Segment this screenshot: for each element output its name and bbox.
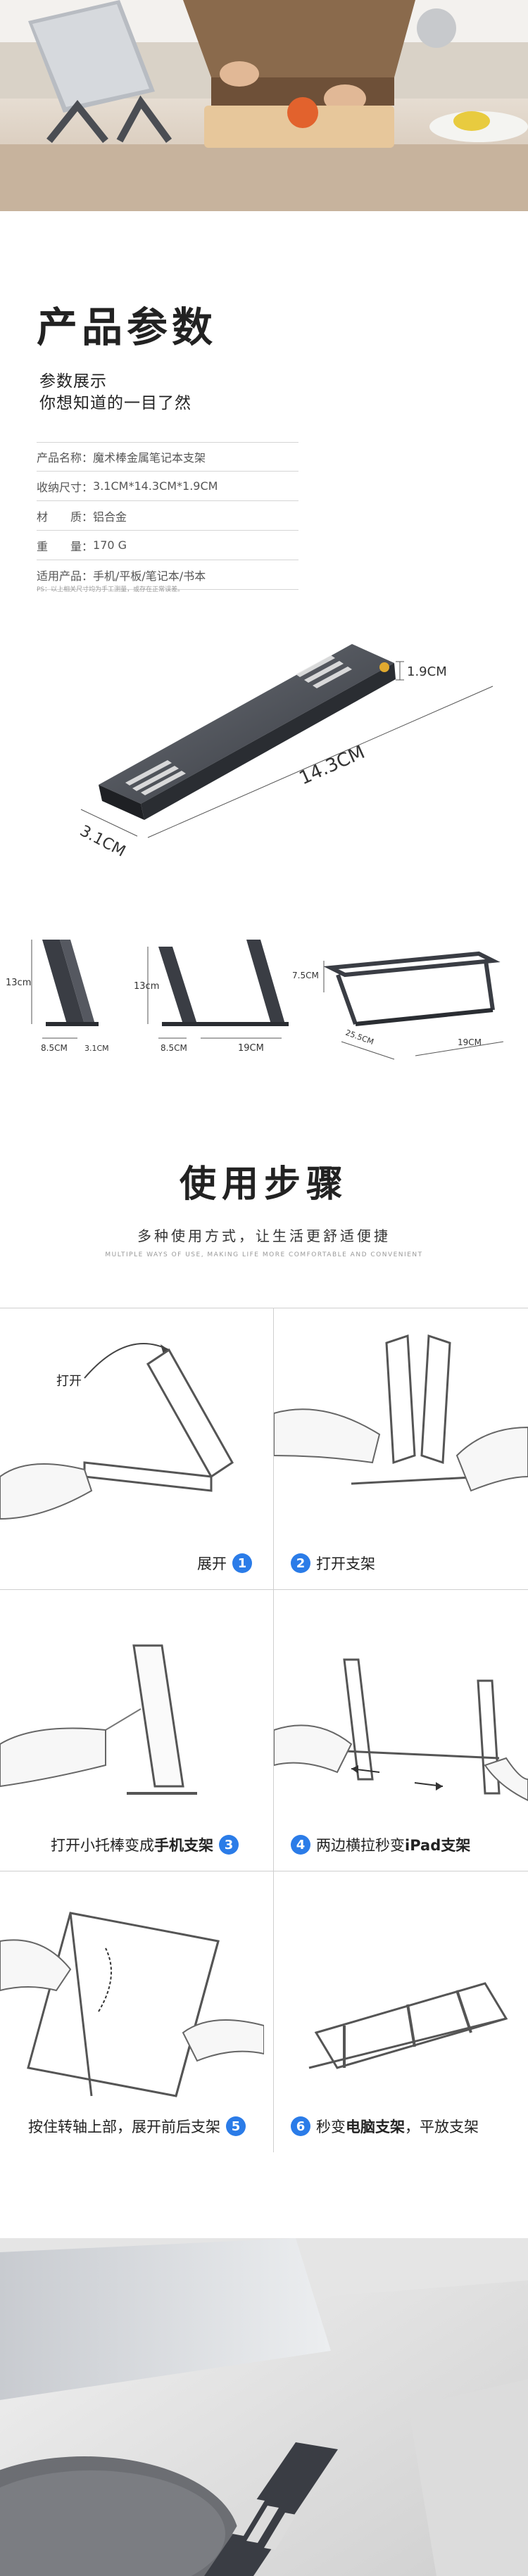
- mode-dimensions-drawings: 13cm 8.5CM 3.1CM 13cm 8.5CM 19CM: [0, 918, 528, 1073]
- step-6-suffix-text: ，平放支架: [405, 2119, 479, 2135]
- laptop-height-label: 7.5CM: [292, 971, 319, 980]
- phone-width-label: 8.5CM: [41, 1043, 68, 1053]
- step-1-text: 展开: [197, 1555, 227, 1572]
- step-2-caption: 2 打开支架: [285, 1553, 375, 1574]
- spec-subtitle-1: 参数展示: [39, 372, 107, 391]
- usage-subtitle: 多种使用方式，让生活更舒适便捷: [137, 1227, 391, 1244]
- step-4-text: 两边横拉秒变: [316, 1837, 405, 1854]
- folded-stand-drawing: 1.9CM 14.3CM 3.1CM: [0, 612, 528, 908]
- spec-key: 材 质：: [37, 510, 94, 524]
- spec-row: 适用产品： 手机/平板/笔记本/书本: [37, 560, 298, 590]
- spec-value: 170 G: [93, 538, 127, 552]
- step-3-number-badge: 3: [219, 1835, 239, 1855]
- step-4-bold-text: iPad支架: [405, 1837, 471, 1854]
- step-5-text: 按住转轴上部，展开前后支架: [28, 2119, 220, 2135]
- tablet-height-label: 13cm: [134, 981, 159, 992]
- spec-key: 适用产品：: [37, 569, 94, 583]
- step-2-text: 打开支架: [316, 1555, 375, 1572]
- usage-subtitle-en: MULTIPLE WAYS OF USE, MAKING LIFE MORE C…: [105, 1251, 423, 1258]
- step-5-cell: 按住转轴上部，展开前后支架 5: [0, 1871, 264, 2152]
- tablet-mode-drawing: 13cm 8.5CM 19CM: [134, 940, 289, 1054]
- step-5-caption: 按住转轴上部，展开前后支架 5: [28, 2116, 251, 2137]
- dim-length-label: 14.3CM: [296, 742, 368, 789]
- spec-note: PS：以上相关尺寸均为手工测量，或存在正常误差。: [37, 586, 184, 593]
- step-6-text: 秒变: [316, 2119, 346, 2135]
- step-1-number-badge: 1: [232, 1553, 252, 1573]
- step-6-number-badge: 6: [291, 2116, 310, 2136]
- spec-value: 手机/平板/笔记本/书本: [93, 569, 206, 583]
- step-1-caption: 展开 1: [197, 1553, 258, 1574]
- usage-title: 使用步骤: [179, 1163, 348, 1206]
- step-3-cell: 打开小托棒变成手机支架 3: [0, 1589, 264, 1871]
- step-6-cell: 6 秒变电脑支架，平放支架: [274, 1871, 528, 2152]
- usage-steps-grid: 打开 展开 1 2 打开支架: [0, 1308, 528, 2152]
- step-5-number-badge: 5: [226, 2116, 246, 2136]
- tablet-depth-label: 19CM: [238, 1043, 264, 1054]
- tablet-width-label: 8.5CM: [161, 1043, 187, 1053]
- spec-title: 产品参数: [37, 303, 218, 351]
- spec-key: 收纳尺寸：: [37, 480, 94, 494]
- step-6-bold-text: 电脑支架: [346, 2119, 405, 2135]
- spec-row: 材 质： 铝合金: [37, 501, 298, 531]
- spec-key: 产品名称：: [37, 451, 94, 465]
- step-1-cell: 打开 展开 1: [0, 1308, 264, 1589]
- phone-depth-label: 3.1CM: [84, 1044, 109, 1053]
- step-3-text: 打开小托棒变成: [51, 1837, 154, 1854]
- phone-height-label: 13cm: [6, 978, 31, 988]
- step-2-cell: 2 打开支架: [274, 1308, 528, 1589]
- open-label: 打开: [56, 1374, 82, 1389]
- step-6-caption: 6 秒变电脑支架，平放支架: [285, 2116, 479, 2137]
- step-3-caption: 打开小托棒变成手机支架 3: [51, 1834, 244, 1855]
- spec-value: 魔术棒金属笔记本支架: [93, 451, 206, 465]
- spec-table: 产品名称： 魔术棒金属笔记本支架 收纳尺寸： 3.1CM*14.3CM*1.9C…: [37, 442, 298, 590]
- spec-value: 铝合金: [93, 510, 127, 524]
- bottom-product-photo: [0, 2238, 528, 2576]
- hero-photo: [0, 0, 528, 211]
- phone-mode-drawing: 13cm 8.5CM 3.1CM: [6, 940, 109, 1053]
- spec-value: 3.1CM*14.3CM*1.9CM: [93, 479, 218, 493]
- step-4-number-badge: 4: [291, 1835, 310, 1855]
- spec-subtitle-2: 你想知道的一目了然: [39, 394, 191, 412]
- spec-row: 收纳尺寸： 3.1CM*14.3CM*1.9CM: [37, 472, 298, 501]
- dim-height-label: 1.9CM: [407, 664, 447, 679]
- laptop-mode-drawing: 7.5CM 25.5CM 19CM: [292, 951, 504, 1060]
- spec-row: 重 量： 170 G: [37, 531, 298, 560]
- laptop-width-label: 19CM: [458, 1037, 482, 1047]
- spec-row: 产品名称： 魔术棒金属笔记本支架: [37, 442, 298, 472]
- step-2-number-badge: 2: [291, 1553, 310, 1573]
- step-3-bold-text: 手机支架: [154, 1837, 213, 1854]
- spec-key: 重 量：: [37, 539, 94, 553]
